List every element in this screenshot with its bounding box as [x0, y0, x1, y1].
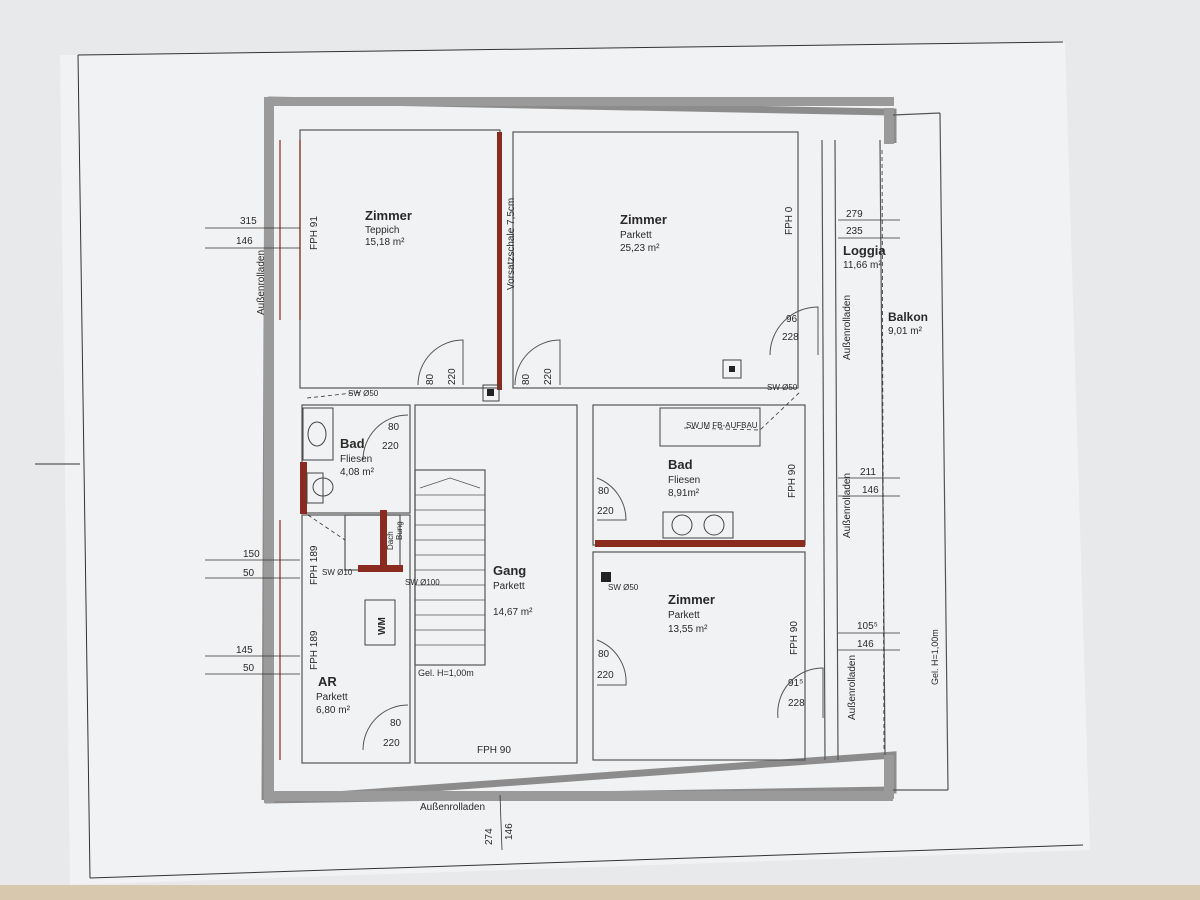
- dim-right: 211: [860, 467, 876, 478]
- dim-right: 146: [857, 639, 874, 650]
- sw-label: SW Ø10: [322, 568, 353, 577]
- dim-left-150: 150: [243, 549, 260, 560]
- dim-bottom: 274: [484, 828, 495, 845]
- roof-access-label: Dach: [386, 531, 395, 550]
- dim-left-50: 50: [243, 663, 255, 674]
- room-bad-2: Bad Fliesen 8,91m²: [668, 457, 700, 499]
- dim-left-145: 145: [236, 645, 253, 656]
- room-name: Zimmer: [620, 212, 667, 227]
- room-floor: Fliesen: [340, 454, 372, 465]
- dim-bottom: 146: [504, 823, 515, 840]
- dim-right: 279: [846, 209, 863, 220]
- room-floor: Teppich: [365, 225, 399, 236]
- door-dim: 220: [597, 670, 614, 681]
- door-dim: 220: [447, 368, 458, 385]
- vorsatzschale-label: Vorsatzschale 7,5cm: [506, 198, 517, 290]
- sw-label: SW IM FB-AUFBAU: [686, 421, 758, 430]
- dim-right: 105⁵: [857, 621, 878, 632]
- dim-left-50: 50: [243, 568, 255, 579]
- dim-left-146: 146: [236, 236, 253, 247]
- staircase: [415, 477, 485, 646]
- shutter-label: Außenrolladen: [842, 295, 853, 360]
- fph-label: FPH 189: [309, 545, 320, 585]
- fph-label: FPH 90: [787, 464, 798, 498]
- dim-right: 91⁵: [788, 678, 803, 689]
- dim-left-315: 315: [240, 216, 257, 227]
- room-balkon: Balkon 9,01 m²: [888, 310, 928, 337]
- shutter-label: Außenrolladen: [420, 802, 485, 813]
- fph-label: FPH 91: [309, 216, 320, 250]
- fph-label: FPH 90: [789, 621, 800, 655]
- shutter-label: Außenrolladen: [847, 655, 858, 720]
- dim-right: 235: [846, 226, 863, 237]
- room-floor: Parkett: [668, 610, 700, 621]
- fph-label: FPH 189: [309, 630, 320, 670]
- door-dim: 80: [390, 718, 402, 729]
- sw-label: SW Ø50: [767, 383, 798, 392]
- room-name: AR: [318, 674, 337, 689]
- room-area: 9,01 m²: [888, 326, 923, 337]
- room-floor: Parkett: [493, 581, 525, 592]
- room-area: 25,23 m²: [620, 243, 660, 254]
- room-name: Loggia: [843, 243, 886, 258]
- fph-label: FPH 90: [477, 745, 511, 756]
- room-name: Bad: [340, 436, 365, 451]
- room-ar: AR Parkett 6,80 m²: [316, 674, 351, 716]
- washing-machine-label: WM: [377, 617, 388, 635]
- room-floor: Fliesen: [668, 475, 700, 486]
- dim-right: 228: [782, 332, 799, 343]
- door-dim: 220: [382, 441, 399, 452]
- room-name: Zimmer: [668, 592, 715, 607]
- room-area: 14,67 m²: [493, 607, 533, 618]
- door-dim: 80: [388, 422, 400, 433]
- dim-right: 146: [862, 485, 879, 496]
- fph-label: FPH 0: [784, 206, 795, 235]
- room-name: Zimmer: [365, 208, 412, 223]
- room-gang: Gang Parkett 14,67 m²: [493, 563, 533, 618]
- shutter-label: Außenrolladen: [256, 250, 267, 315]
- room-zimmer-1: Zimmer Teppich 15,18 m²: [365, 208, 412, 248]
- room-loggia: Loggia 11,66 m²: [843, 243, 886, 271]
- room-area: 6,80 m²: [316, 705, 351, 716]
- dimension-labels: 315 146 150 50 145 50 279 235 96 228 211…: [236, 209, 879, 845]
- railing-label: Gel. H=1,00m: [418, 668, 474, 678]
- sw-label: SW Ø50: [608, 583, 639, 592]
- partition-wall: [497, 132, 502, 390]
- door-dim: 80: [598, 486, 610, 497]
- shutter-label: Außenrolladen: [842, 473, 853, 538]
- room-name: Gang: [493, 563, 526, 578]
- sw-label: SW Ø100: [405, 578, 440, 587]
- room-floor: Parkett: [316, 692, 348, 703]
- sw-label: SW Ø50: [348, 389, 379, 398]
- room-bad-1: Bad Fliesen 4,08 m²: [340, 436, 375, 478]
- door-dim: 80: [425, 373, 436, 385]
- door-dim: 220: [383, 738, 400, 749]
- room-area: 13,55 m²: [668, 624, 708, 635]
- door-dim: 80: [521, 373, 532, 385]
- room-zimmer-3: Zimmer Parkett 13,55 m²: [668, 592, 715, 635]
- door-dim: 80: [598, 649, 610, 660]
- dim-right: 228: [788, 698, 805, 709]
- room-area: 8,91m²: [668, 488, 700, 499]
- room-area: 11,66 m²: [843, 260, 882, 271]
- room-floor: Parkett: [620, 230, 652, 241]
- room-area: 15,18 m²: [365, 237, 405, 248]
- railing-label: Gel. H=1,00m: [930, 629, 940, 685]
- roof-access-label: Bung: [395, 521, 404, 540]
- room-zimmer-2: Zimmer Parkett 25,23 m²: [620, 212, 667, 254]
- room-name: Bad: [668, 457, 693, 472]
- room-name: Balkon: [888, 310, 928, 324]
- room-area: 4,08 m²: [340, 467, 375, 478]
- door-dim: 220: [597, 506, 614, 517]
- door-dim: 220: [543, 368, 554, 385]
- dim-right: 96: [786, 314, 798, 325]
